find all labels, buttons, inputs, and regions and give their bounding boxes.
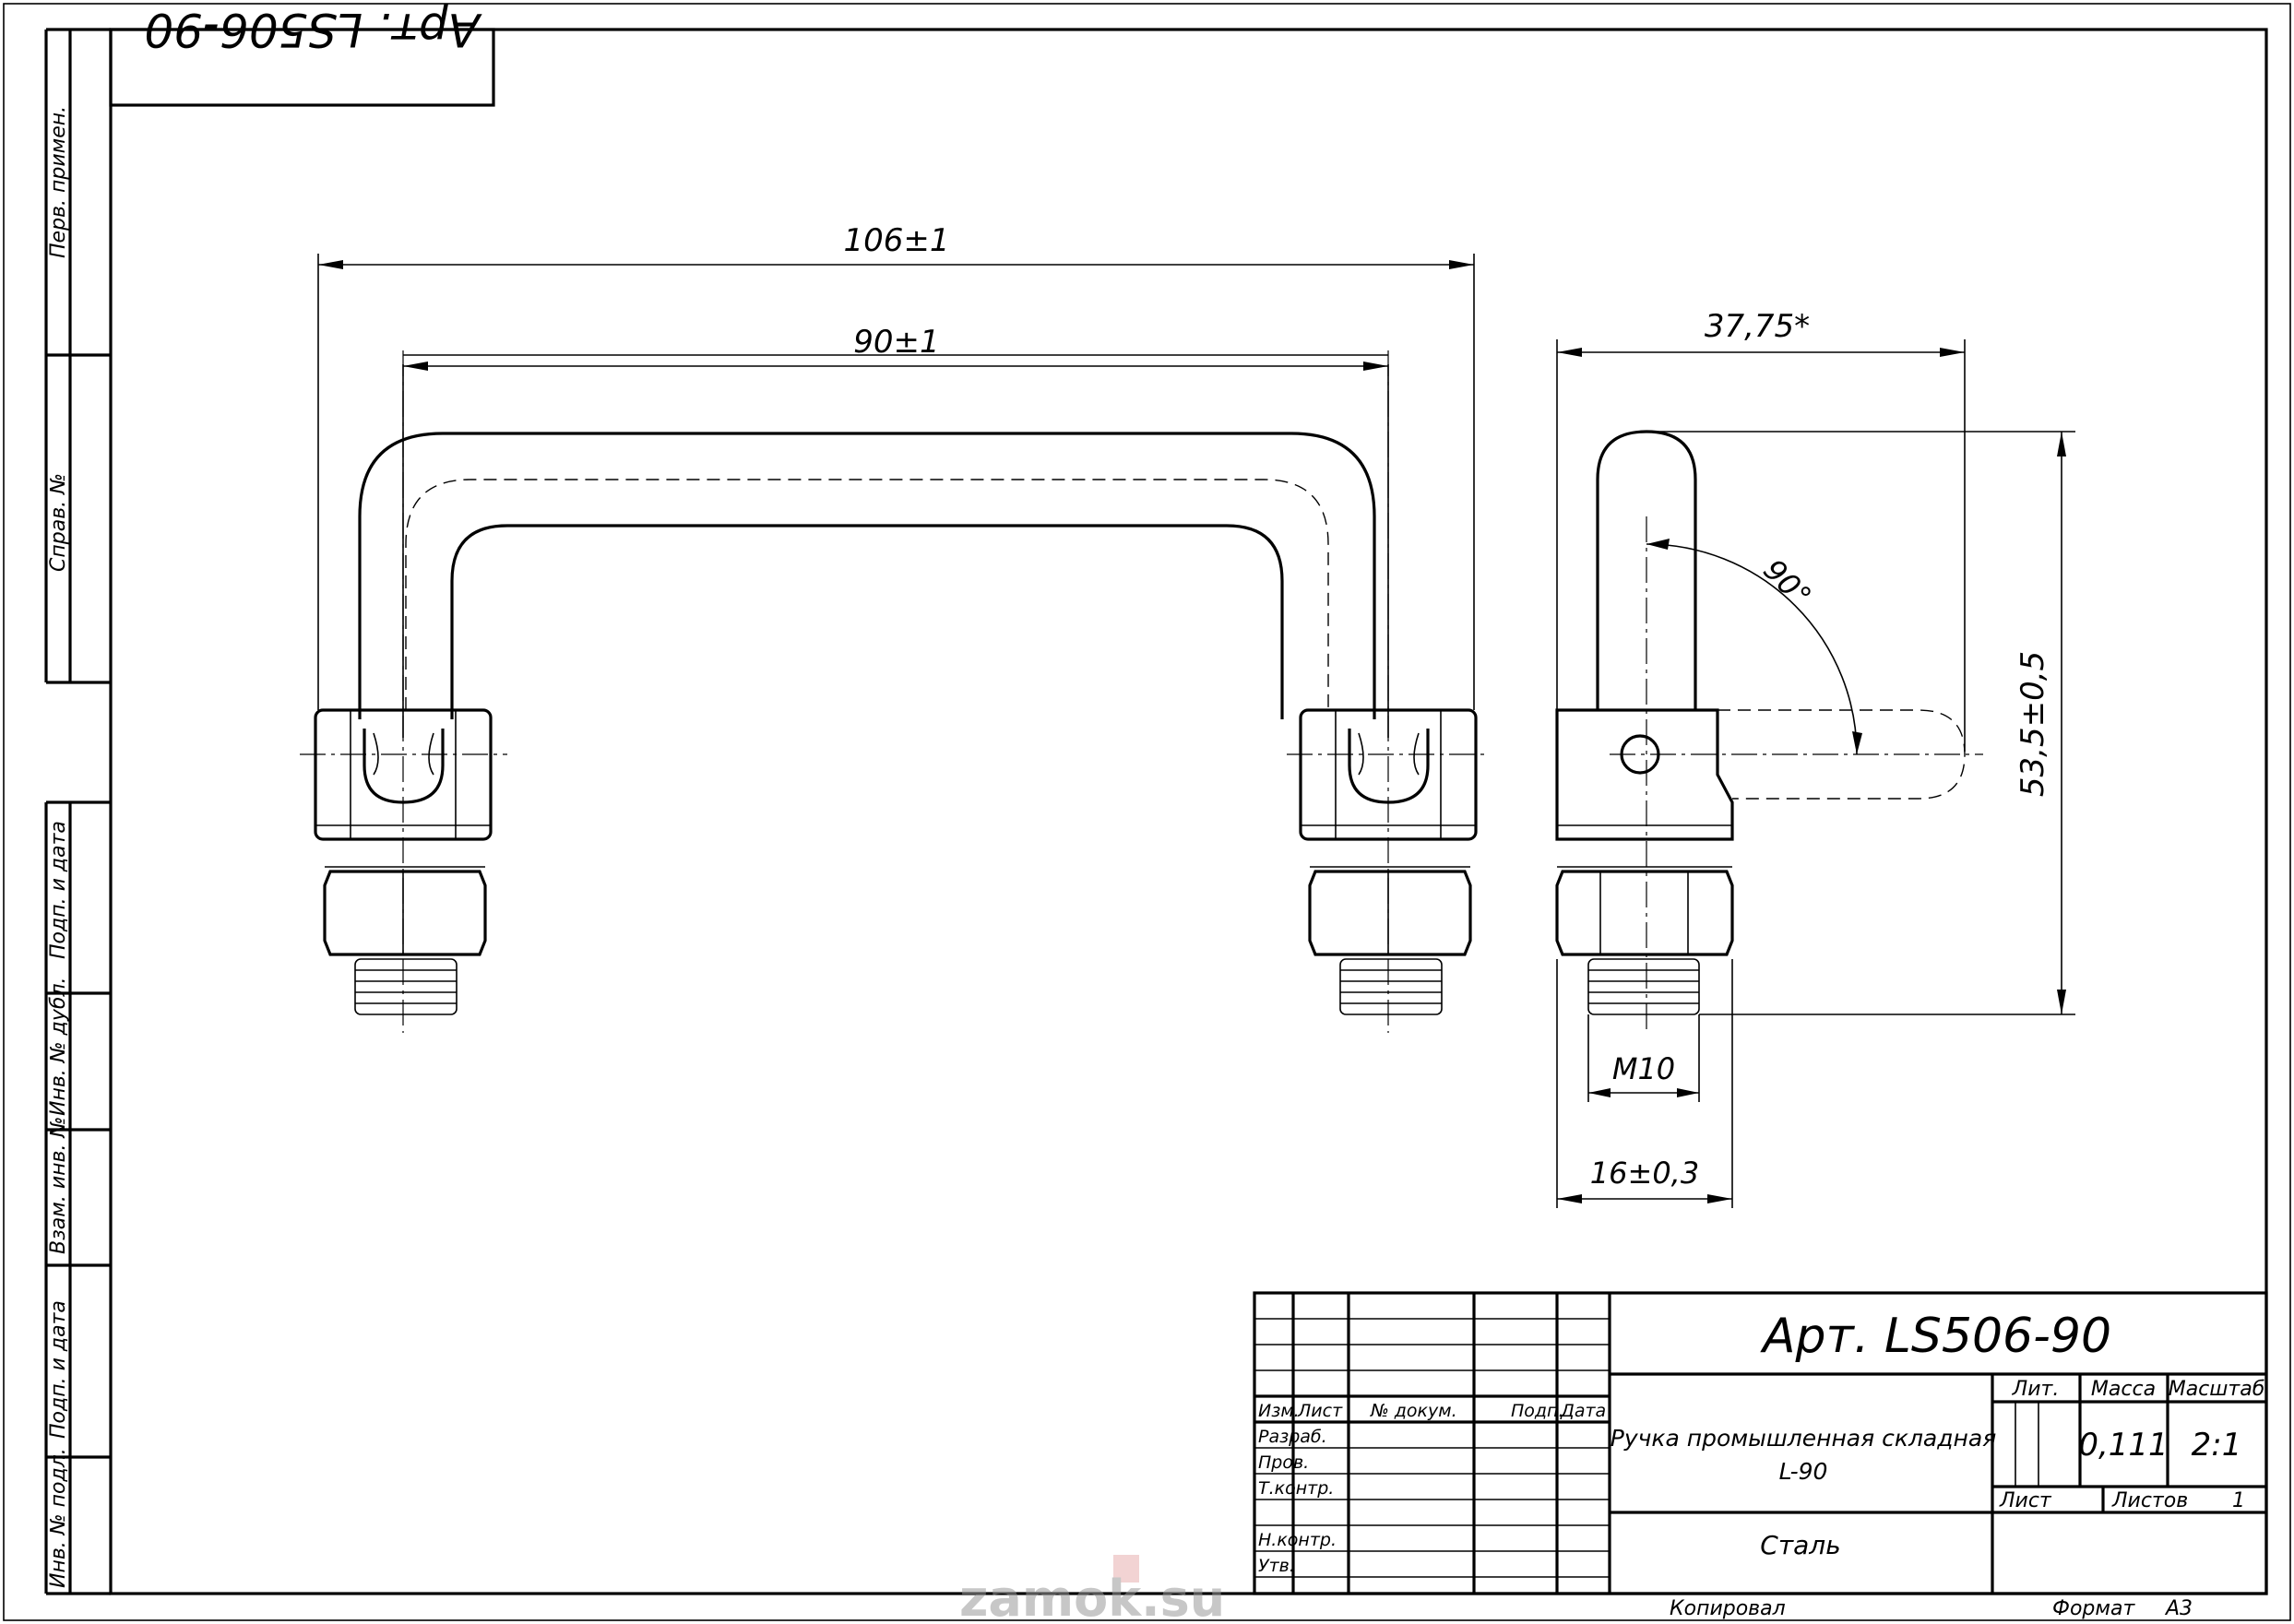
watermark-text: zamok.su (959, 1570, 1225, 1624)
col-data: Дата (1560, 1401, 1606, 1421)
rotated-article-code: Арт. LS506-90 (144, 3, 482, 56)
rotated-article-box: Арт. LS506-90 (109, 3, 495, 107)
left-margin-strip: Перв. примен. Справ. № Подп. и дата Инв.… (44, 28, 111, 1595)
label-podp-data-2: Подп. и дата (47, 1300, 70, 1439)
dim-base-width: 16±0,3 (1590, 1156, 1699, 1191)
label-masshtab: Масштаб (2169, 1378, 2265, 1401)
label-listov: Листов (2111, 1489, 2188, 1512)
label-podp-data-1: Подп. и дата (47, 821, 70, 959)
col-izm: Изм. (1258, 1401, 1300, 1421)
value-massa: 0,111 (2078, 1427, 2168, 1464)
title-material: Сталь (1760, 1530, 1840, 1560)
row-utv: Утв. (1258, 1556, 1295, 1576)
dim-inner-width: 90±1 (853, 324, 939, 361)
row-prov: Пров. (1258, 1452, 1309, 1473)
label-massa: Масса (2091, 1378, 2156, 1401)
dim-side-depth: 37,75* (1705, 308, 1810, 345)
label-list: Лист (1999, 1489, 2052, 1512)
label-perv-primen: Перв. примен. (47, 106, 70, 258)
label-sprav: Справ. № (47, 473, 70, 572)
dim-angle: 90° (1756, 552, 1818, 614)
row-nkontr: Н.контр. (1258, 1530, 1337, 1550)
watermark-logo: zamok.su (959, 1555, 1225, 1624)
title-name-line2: L-90 (1779, 1458, 1828, 1485)
row-razrab: Разраб. (1258, 1427, 1327, 1447)
title-block: Арт. LS506-90 Ручка промышленная складна… (1253, 1291, 2268, 1595)
label-lit: Лит. (2012, 1378, 2060, 1401)
dim-height: 53,5±0,5 (2015, 651, 2051, 797)
label-inv-podl: Инв. № подл. (47, 1448, 70, 1588)
side-view: 90° 37,75* 53,5±0,5 M10 16±0,3 (1555, 308, 2075, 1208)
dim-overall-width: 106±1 (843, 222, 949, 259)
row-tkontr: Т.контр. (1258, 1478, 1334, 1499)
dim-thread: M10 (1612, 1051, 1675, 1086)
title-article-code: Арт. LS506-90 (1760, 1309, 2111, 1364)
footer-format-label: Формат (2052, 1597, 2135, 1620)
footer-kopiroval: Копировал (1670, 1597, 1786, 1620)
drawing-frame (109, 28, 2268, 1595)
label-vzam-inv: Взам. инв. № (47, 1117, 70, 1254)
col-podp: Подп. (1511, 1401, 1564, 1421)
value-listov: 1 (2232, 1489, 2245, 1512)
col-list: Лист (1297, 1401, 1343, 1421)
col-doc: № докум. (1370, 1401, 1457, 1421)
sheet-outer-border (3, 3, 2291, 1621)
label-inv-dubl: Инв. № дубл. (47, 977, 70, 1116)
value-masshtab: 2:1 (2192, 1427, 2242, 1464)
title-name-line1: Ручка промышленная складная (1611, 1425, 1996, 1452)
front-view: 106±1 90±1 (300, 222, 1490, 1033)
footer-format-value: А3 (2164, 1597, 2193, 1620)
